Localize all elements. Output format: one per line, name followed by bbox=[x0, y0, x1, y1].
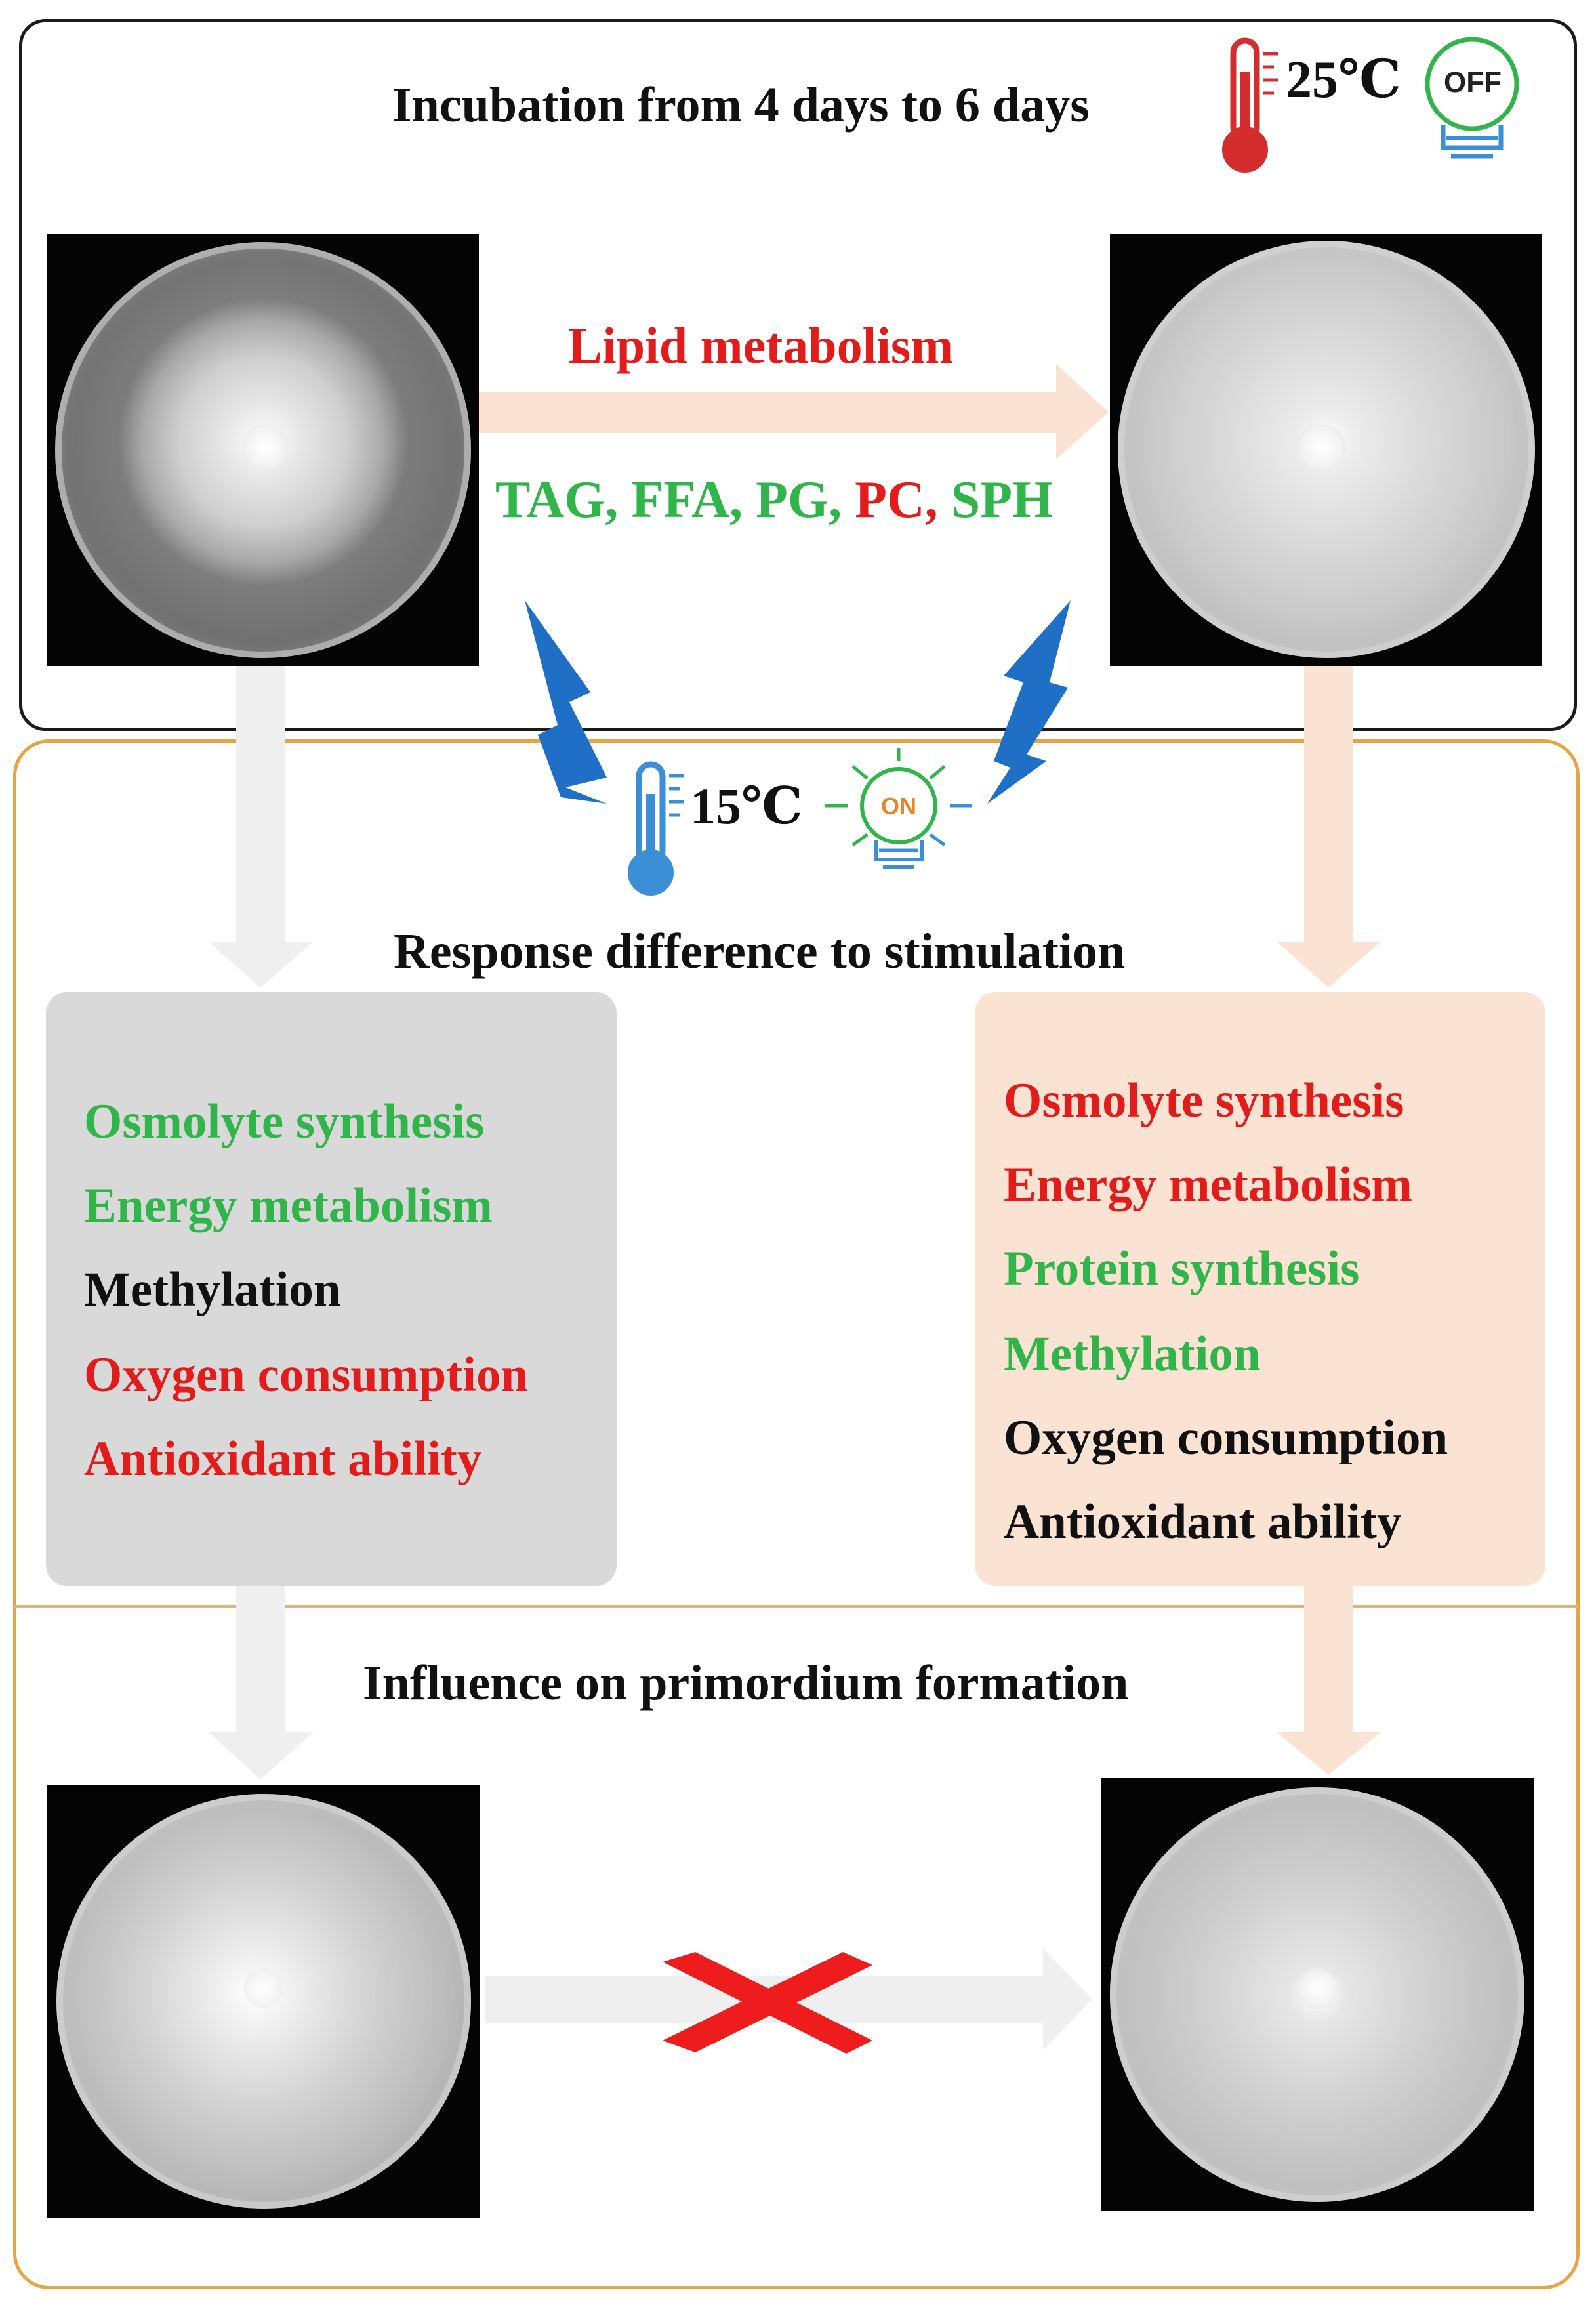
right-down-arrow-1 bbox=[1277, 666, 1381, 987]
dish-bottom-right bbox=[1101, 1778, 1534, 2211]
lipid-ffa: FFA, bbox=[631, 471, 743, 529]
bulb-on-icon bbox=[825, 748, 972, 869]
lipid-tag: TAG, bbox=[495, 471, 619, 529]
stimulation-panel bbox=[13, 739, 1580, 2289]
left-item-oxygen: Oxygen consumption bbox=[84, 1348, 529, 1402]
lipid-metabolism-label: Lipid metabolism bbox=[568, 317, 954, 374]
left-item-energy: Energy metabolism bbox=[84, 1178, 493, 1233]
right-item-energy: Energy metabolism bbox=[1004, 1157, 1412, 1212]
hot-temperature-label: 25℃ bbox=[1286, 51, 1401, 109]
response-heading: Response difference to stimulation bbox=[394, 924, 1126, 979]
cross-icon bbox=[663, 1952, 872, 2054]
low-response-box bbox=[46, 992, 617, 1586]
right-item-methylation: Methylation bbox=[1004, 1327, 1261, 1381]
left-item-methylation: Methylation bbox=[84, 1262, 341, 1317]
dish-day6-top bbox=[1110, 234, 1542, 666]
left-item-antioxidant: Antioxidant ability bbox=[84, 1432, 482, 1486]
lightning-icon bbox=[525, 600, 607, 804]
dish-bottom-left bbox=[47, 1785, 480, 2218]
dish-day4-top bbox=[47, 234, 479, 666]
lightning-icon bbox=[987, 600, 1071, 804]
right-down-arrow-2 bbox=[1277, 1586, 1381, 1775]
section-divider bbox=[14, 1605, 1578, 1608]
lipid-pg: PG, bbox=[756, 471, 842, 529]
bulb-off-icon bbox=[1425, 37, 1519, 159]
high-response-box bbox=[975, 992, 1545, 1586]
thermometer-hot-icon bbox=[1222, 37, 1278, 173]
thermometer-cold-icon bbox=[628, 761, 684, 896]
on-label: ON bbox=[881, 793, 916, 820]
incubation-heading: Incubation from 4 days to 6 days bbox=[392, 77, 1090, 133]
right-item-osmolyte: Osmolyte synthesis bbox=[1004, 1073, 1404, 1128]
lipid-sph: SPH bbox=[951, 471, 1054, 529]
cold-temperature-label: 15℃ bbox=[690, 778, 803, 835]
left-item-osmolyte: Osmolyte synthesis bbox=[84, 1094, 485, 1149]
left-down-arrow-1 bbox=[209, 666, 314, 987]
lipid-list: TAG, FFA, PG, PC, SPH bbox=[495, 474, 1053, 526]
right-item-oxygen: Oxygen consumption bbox=[1004, 1411, 1448, 1465]
lipid-pc: PC, bbox=[855, 471, 938, 529]
left-down-arrow-2 bbox=[209, 1586, 314, 1779]
right-item-antioxidant: Antioxidant ability bbox=[1004, 1495, 1402, 1549]
primordium-heading: Influence on primordium formation bbox=[363, 1655, 1129, 1711]
incubation-panel bbox=[19, 19, 1577, 731]
off-label: OFF bbox=[1444, 66, 1502, 98]
lipid-arrow bbox=[479, 364, 1109, 459]
right-item-protein: Protein synthesis bbox=[1004, 1241, 1360, 1296]
